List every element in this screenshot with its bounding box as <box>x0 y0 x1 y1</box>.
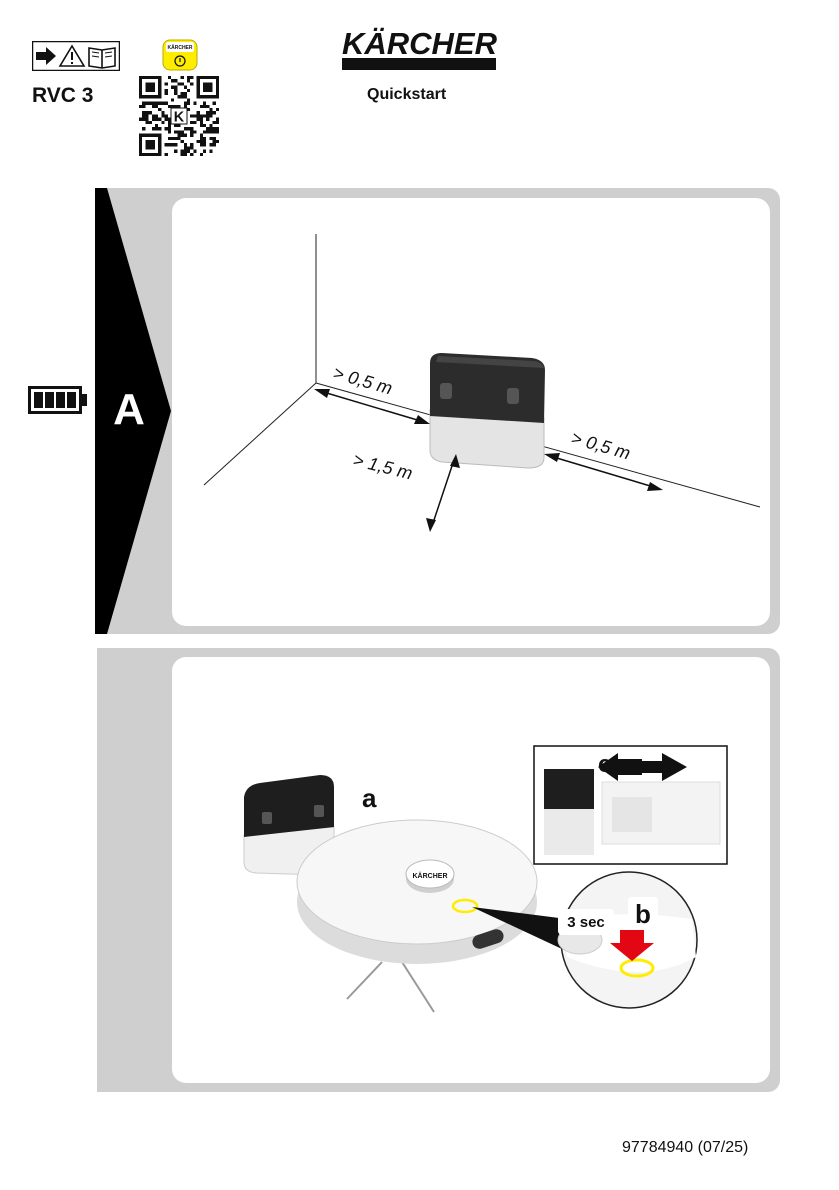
step-letter: A <box>113 385 145 434</box>
distance-arrow-front <box>426 454 460 532</box>
app-badge-brand: KÄRCHER <box>168 44 193 51</box>
distance-label-left: > 0,5 m <box>331 363 395 399</box>
brand-bar <box>342 58 496 70</box>
label-b: b <box>635 899 651 929</box>
docking-station <box>429 353 545 469</box>
label-c: c <box>598 751 611 778</box>
document-subtitle: Quickstart <box>367 86 447 103</box>
warning-icon <box>58 44 86 67</box>
document-number: 97784940 (07/25) <box>622 1139 749 1156</box>
battery-full-icon <box>28 386 88 419</box>
step-arrow-a: A <box>95 188 175 639</box>
robot-brand: KÄRCHER <box>413 872 448 880</box>
brand-logo: KÄRCHER <box>342 26 497 61</box>
charging-contacts-inset: c <box>533 745 728 865</box>
press-arrow-icon <box>610 930 654 961</box>
distance-label-right: > 0,5 m <box>569 428 633 464</box>
distance-arrow-right <box>544 453 663 491</box>
app-icon[interactable]: KÄRCHER <box>162 39 198 76</box>
power-button-closeup: 3 sec b <box>557 871 698 1009</box>
station-placement-illustration: > 0,5 m > 0,5 m > 1,5 m <box>172 198 770 631</box>
distance-label-front: > 1,5 m <box>351 449 415 483</box>
header-symbols <box>31 40 121 76</box>
svg-text:K: K <box>174 109 185 125</box>
model-name: RVC 3 <box>32 84 94 107</box>
manual-book-icon <box>88 47 116 69</box>
robot-start-illustration: KÄRCHER a 3 sec b <box>172 657 770 1088</box>
qr-code-icon[interactable]: K <box>139 76 219 161</box>
press-duration: 3 sec <box>567 914 605 931</box>
distance-arrow-left <box>314 389 430 424</box>
label-a: a <box>362 783 377 813</box>
robot-vacuum: KÄRCHER <box>296 819 538 1013</box>
arrow-right-icon <box>36 47 56 65</box>
